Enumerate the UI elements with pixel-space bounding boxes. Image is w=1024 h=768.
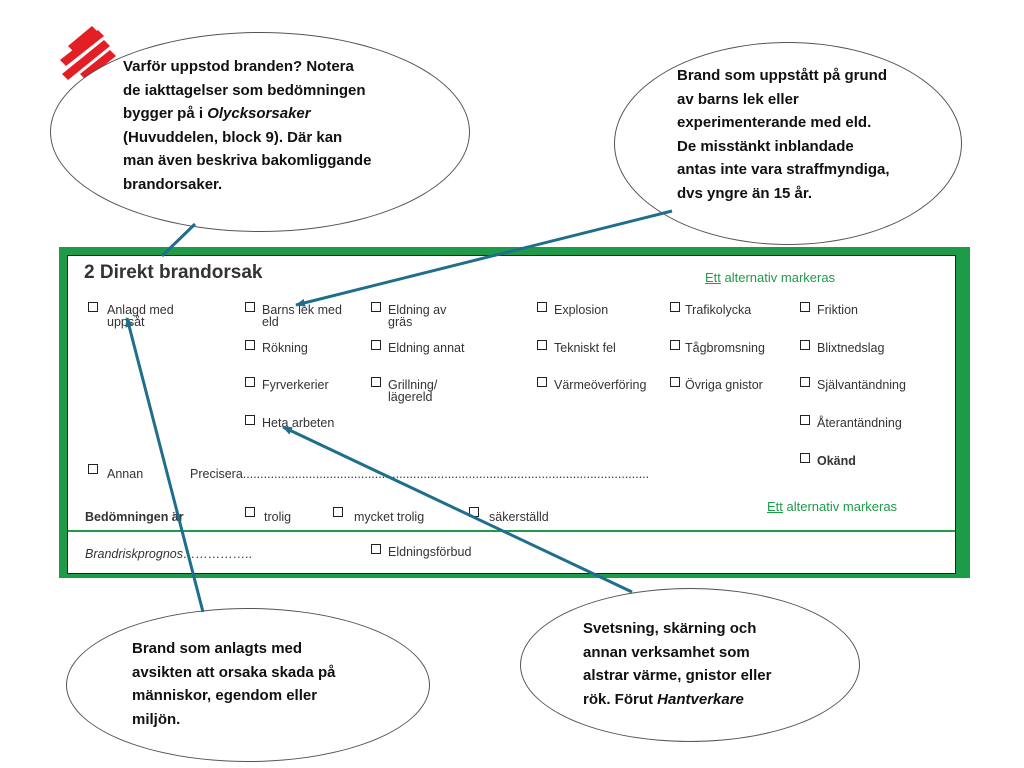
arrow-bottom-right xyxy=(282,425,633,594)
callout-bottom-left xyxy=(66,608,430,762)
arrow-top-right xyxy=(295,209,673,307)
label-trafikolycka: Trafikolycka xyxy=(685,303,752,317)
checkbox-eldning-annat[interactable] xyxy=(371,340,381,350)
label-blixtnedslag: Blixtnedslag xyxy=(817,341,885,355)
label-rokning: Rökning xyxy=(262,341,308,355)
brandriskprognos-field[interactable]: Brandriskprognos…………….. xyxy=(85,547,253,561)
label-bedomningen: Bedömningen är xyxy=(85,510,184,524)
checkbox-barns-lek[interactable] xyxy=(245,302,255,312)
label-heta-arbeten: Heta arbeten xyxy=(262,416,335,430)
checkbox-eldning-gras[interactable] xyxy=(371,302,381,312)
arrow-bottom-left xyxy=(125,317,205,613)
label-mycket-trolig: mycket trolig xyxy=(354,510,425,524)
callout-top-right-text: Brand som uppstått på grund av barns lek… xyxy=(677,67,890,202)
hint-one-alternative: Ett alternativ markeras xyxy=(705,270,836,285)
label-trolig: trolig xyxy=(264,510,292,524)
checkbox-trafikolycka[interactable] xyxy=(670,302,680,312)
label-eldningsforbud: Eldningsförbud xyxy=(388,545,472,559)
label-annan: Annan xyxy=(107,467,144,481)
checkbox-friktion[interactable] xyxy=(800,302,810,312)
checkbox-grillning[interactable] xyxy=(371,377,381,387)
arrow-top-left xyxy=(160,222,197,258)
label-tekniskt-fel: Tekniskt fel xyxy=(554,341,616,355)
callout-bottom-right xyxy=(520,588,860,742)
label-sakerstalld: säkerställd xyxy=(489,510,549,524)
label-okand: Okänd xyxy=(817,454,856,468)
label-tagbromsning: Tågbromsning xyxy=(685,341,765,355)
precisera-field[interactable]: Precisera...............................… xyxy=(190,467,650,481)
checkbox-trolig[interactable] xyxy=(245,507,255,517)
checkbox-explosion[interactable] xyxy=(537,302,547,312)
label-grillning: Grillning/lägereld xyxy=(388,378,438,404)
checkbox-blixtnedslag[interactable] xyxy=(800,340,810,350)
checkbox-anlagd[interactable] xyxy=(88,302,98,312)
label-sjalvantandning: Självantändning xyxy=(817,378,906,392)
label-friktion: Friktion xyxy=(817,303,858,317)
callout-bottom-right-text: Svetsning, skärning och annan verksamhet… xyxy=(583,620,772,708)
label-explosion: Explosion xyxy=(554,303,609,317)
hint-one-alternative-assessment: Ett alternativ markeras xyxy=(767,499,898,514)
checkbox-tekniskt-fel[interactable] xyxy=(537,340,547,350)
checkbox-okand[interactable] xyxy=(800,453,810,463)
form-title: 2 Direkt brandorsak xyxy=(84,262,263,283)
checkbox-tagbromsning[interactable] xyxy=(670,340,680,350)
label-eldning-annat: Eldning annat xyxy=(388,341,465,355)
label-fyrverkerier: Fyrverkerier xyxy=(262,378,329,392)
checkbox-fyrverkerier[interactable] xyxy=(245,377,255,387)
checkbox-mycket-trolig[interactable] xyxy=(333,507,343,517)
callout-bottom-left-text: Brand som anlagts med avsikten att orsak… xyxy=(132,640,336,728)
checkbox-varmeoverforing[interactable] xyxy=(537,377,547,387)
checkbox-heta-arbeten[interactable] xyxy=(245,415,255,425)
callout-top-left-text: Varför uppstod branden? Notera de iaktta… xyxy=(123,58,372,193)
checkbox-annan[interactable] xyxy=(88,464,98,474)
checkbox-sjalvantandning[interactable] xyxy=(800,377,810,387)
label-ovriga-gnistor: Övriga gnistor xyxy=(685,378,763,392)
checkbox-aterantandning[interactable] xyxy=(800,415,810,425)
callout-top-left xyxy=(50,32,470,232)
label-varmeoverforing: Värmeöverföring xyxy=(554,378,647,392)
checkbox-eldningsforbud[interactable] xyxy=(371,544,381,554)
checkbox-rokning[interactable] xyxy=(245,340,255,350)
form-separator xyxy=(68,530,955,532)
label-aterantandning: Återantändning xyxy=(817,416,902,430)
checkbox-ovriga-gnistor[interactable] xyxy=(670,377,680,387)
